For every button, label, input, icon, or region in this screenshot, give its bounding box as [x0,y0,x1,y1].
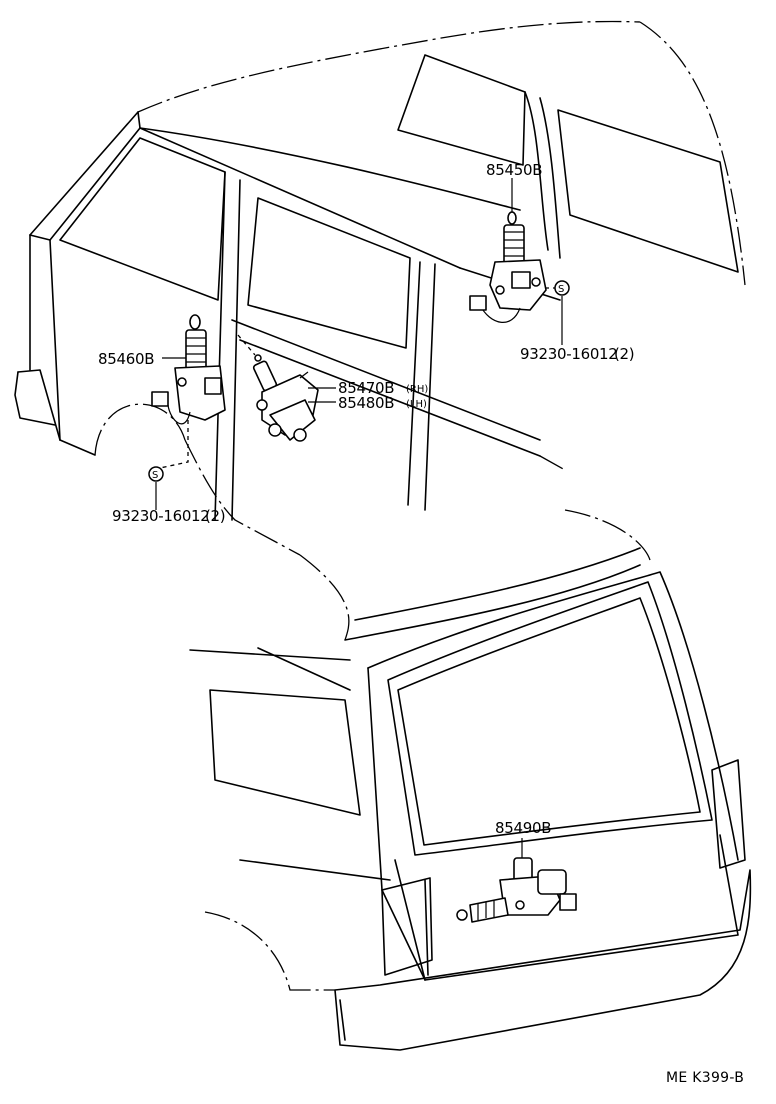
label-85480b: 85480B [338,394,394,412]
actuator-85460b [148,314,226,510]
label-screw-right-qty: (2) [614,345,634,363]
label-screw-right-number: 93230-16012 [520,345,618,363]
actuator-85450b [469,208,570,345]
label-85460b: 85460B [98,350,154,368]
screw-symbol-left: S [152,470,158,481]
van-rear-body [189,509,752,1051]
label-85490b: 85490B [495,819,551,837]
label-screw-left-qty: (2) [205,507,225,525]
label-screw-left-number: 93230-16012 [112,507,210,525]
actuator-85490b [456,857,577,923]
diagram-code: ME K399-B [666,1070,744,1086]
label-85470b-side: (RH) [406,384,428,395]
van-side-body [14,20,746,556]
label-85480b-side: (LH) [406,399,427,410]
leader-lines [162,178,523,858]
label-85470b: 85470B [338,379,394,397]
screw-symbol-right: S [558,284,564,295]
actuator-85470b-85480b [237,334,319,442]
label-85450b: 85450B [486,161,542,179]
